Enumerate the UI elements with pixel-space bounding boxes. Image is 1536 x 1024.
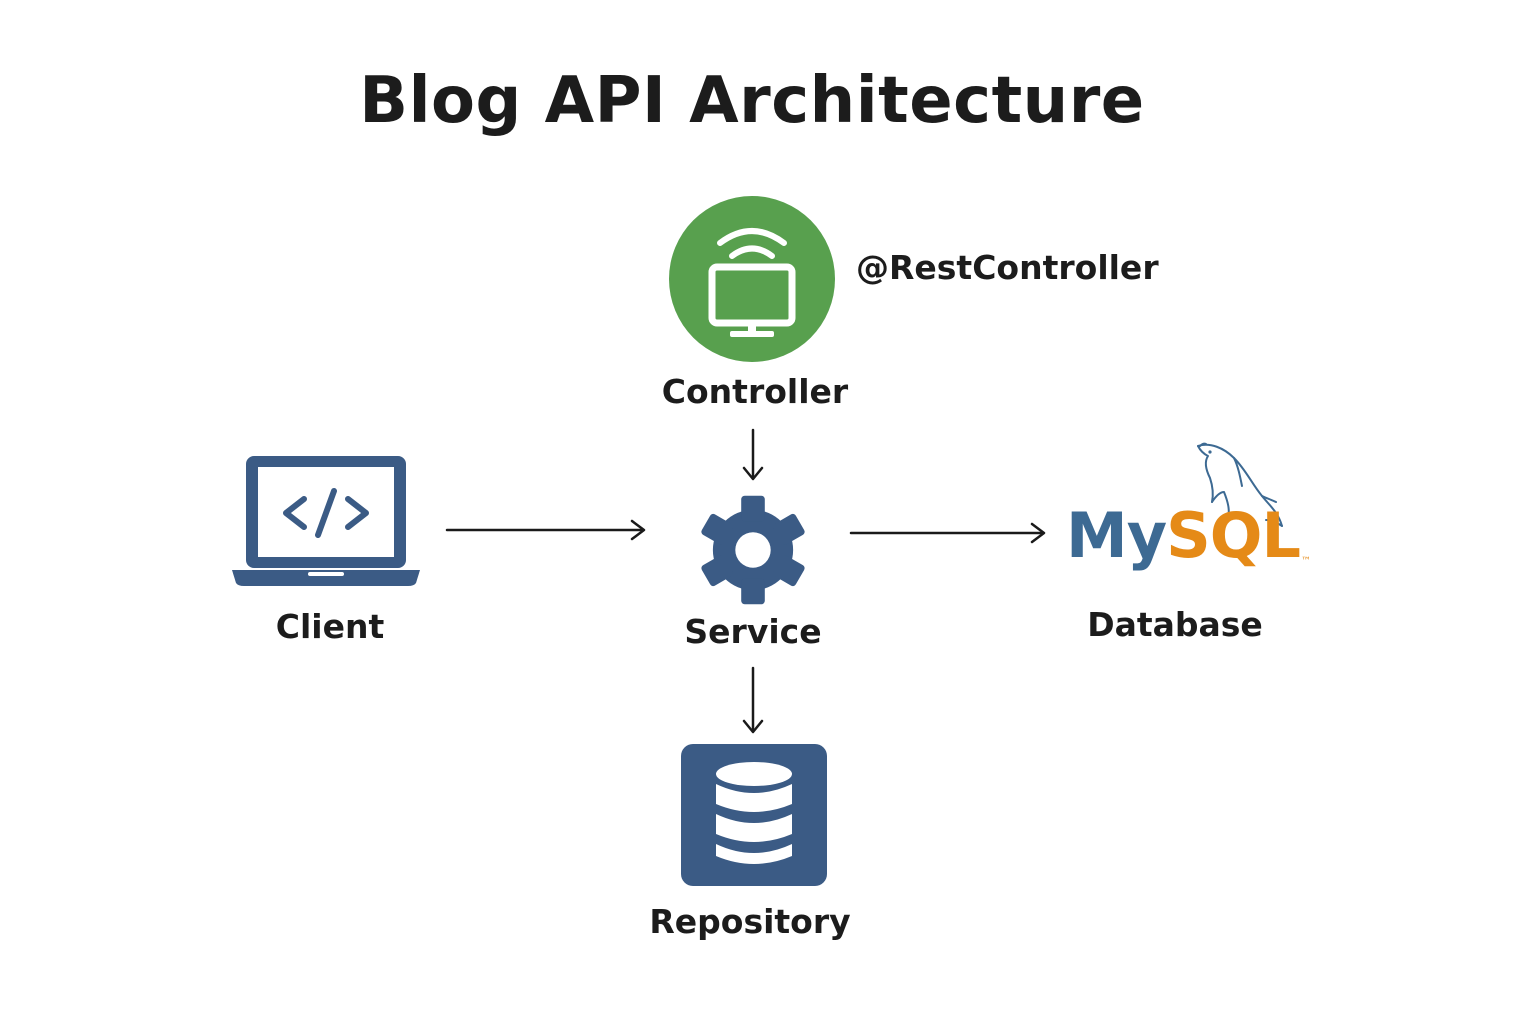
arrow-service-to-database (849, 522, 1046, 544)
client-label: Client (275, 607, 385, 646)
laptop-code-icon (232, 456, 420, 586)
diagram-title: Blog API Architecture (359, 64, 1145, 138)
mysql-wordmark-my: My (1066, 499, 1167, 572)
rest-controller-annotation: @RestController (856, 248, 1159, 287)
arrow-client-to-service (445, 519, 646, 541)
database-label: Database (1087, 605, 1263, 644)
mysql-wordmark: MySQL™ (1066, 505, 1311, 567)
monitor-wifi-icon (669, 196, 835, 362)
mysql-dolphin-logo (1197, 442, 1283, 527)
mysql-wordmark-sql: SQL (1166, 499, 1301, 572)
database-stack-icon (681, 744, 827, 886)
controller-label: Controller (661, 372, 849, 411)
arrow-service-to-repository (742, 666, 764, 734)
repository-label: Repository (649, 902, 851, 941)
service-label: Service (684, 612, 822, 651)
gear-icon (701, 495, 805, 605)
arrow-controller-to-service (742, 428, 764, 481)
mysql-trademark: ™ (1301, 556, 1311, 567)
